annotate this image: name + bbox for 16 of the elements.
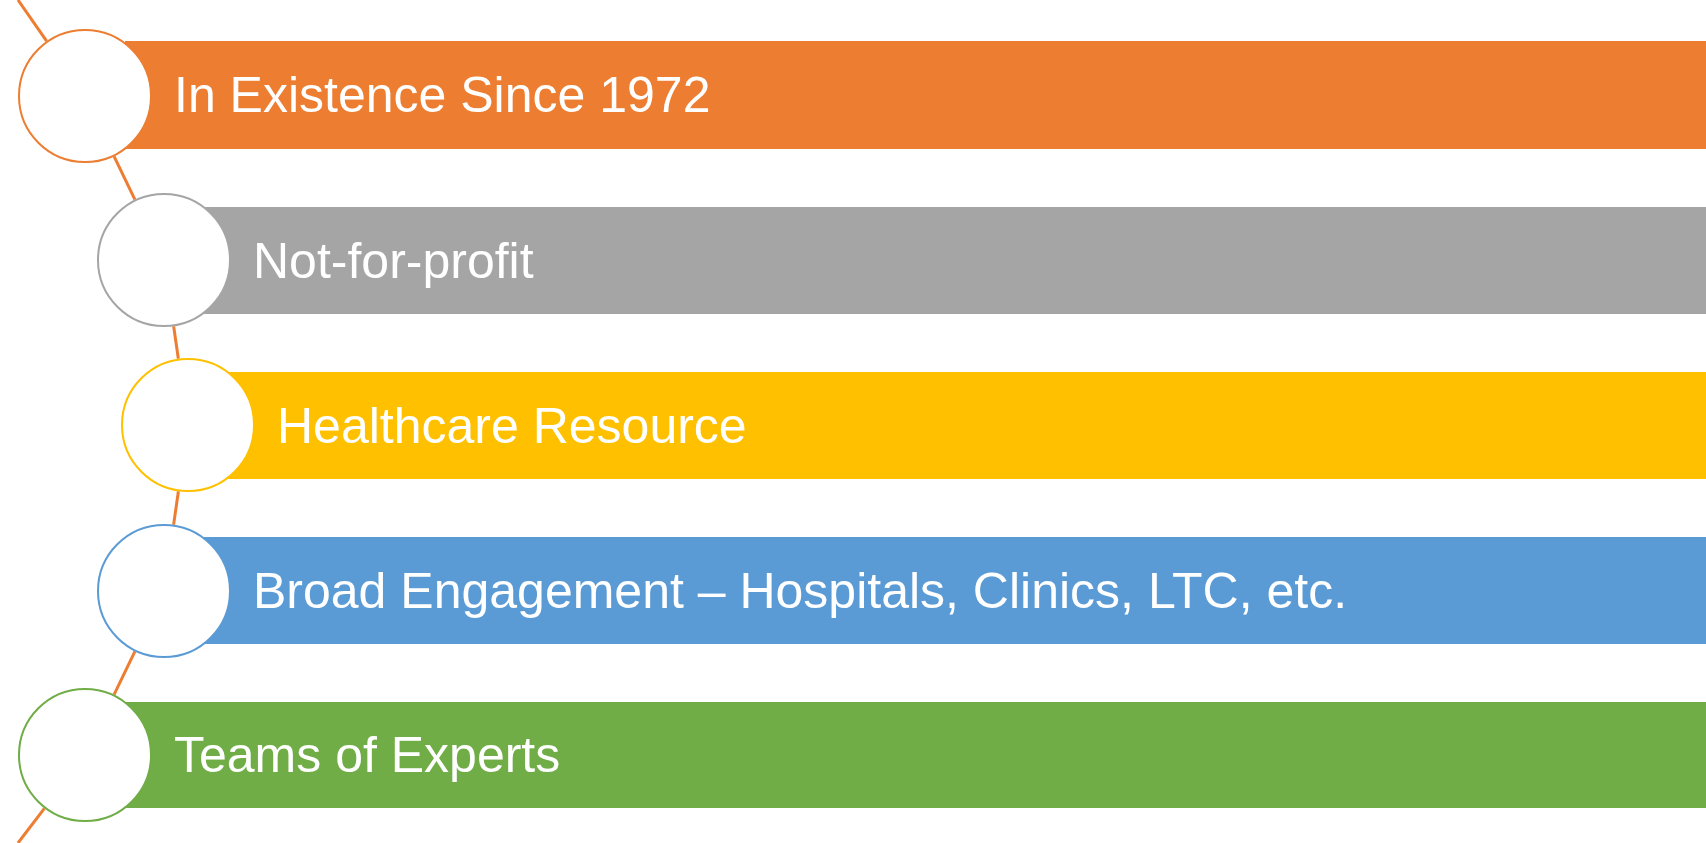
connector-line <box>16 807 46 843</box>
bar <box>125 41 1706 149</box>
connector-line <box>172 326 180 359</box>
bar-label: Not-for-profit <box>253 235 534 286</box>
bar <box>204 207 1706 314</box>
bar-label: Teams of Experts <box>174 730 561 780</box>
connector-line <box>172 491 180 525</box>
connector-line <box>16 0 48 42</box>
bar <box>228 372 1706 479</box>
connector-line <box>112 650 137 696</box>
bar-label: Healthcare Resource <box>277 400 747 451</box>
connector-line <box>112 155 137 201</box>
bar <box>125 702 1706 808</box>
bar <box>204 537 1706 644</box>
bar-label: In Existence Since 1972 <box>174 70 711 120</box>
bar-label: Broad Engagement – Hospitals, Clinics, LTC, etc. <box>253 565 1348 616</box>
